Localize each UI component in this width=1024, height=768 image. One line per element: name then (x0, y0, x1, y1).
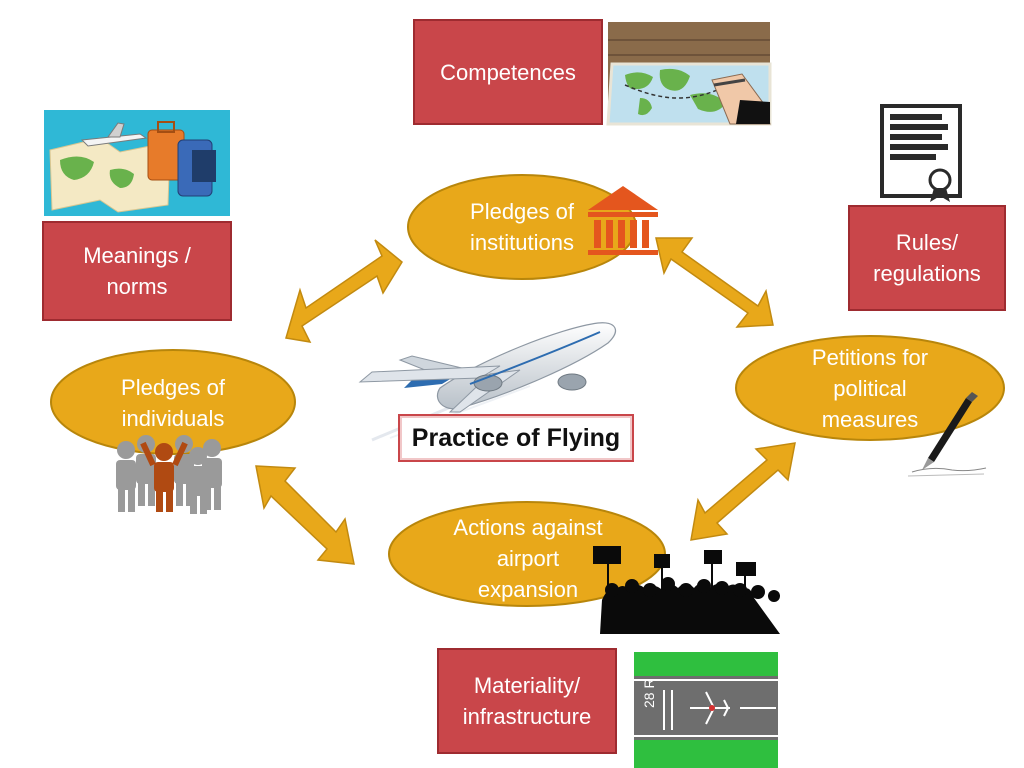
box-rules-regulations: Rules/ regulations (848, 205, 1006, 311)
airplane-icon (358, 322, 617, 442)
pen-icon (907, 392, 987, 477)
map-travel-icon (44, 110, 230, 216)
runway-icon: 28 R (634, 652, 778, 768)
protest-crowd-icon (593, 546, 780, 634)
institution-building-icon (588, 186, 658, 255)
arrow-institutions-petitions (655, 237, 774, 328)
arrow-institutions-individuals (285, 239, 403, 343)
oval-individuals (50, 349, 296, 455)
svg-text:28 R: 28 R (641, 678, 657, 708)
oval-actions-label: Actions against airport expansion (453, 514, 603, 602)
box-materiality-infrastructure: Materiality/ infrastructure (437, 648, 617, 754)
people-group-icon (116, 435, 222, 514)
oval-petitions-label: Petitions for political measures (811, 344, 929, 432)
arrow-individuals-actions (255, 465, 355, 565)
map-drawing-icon (606, 22, 772, 126)
box-competences: Competences (413, 19, 603, 125)
certificate-icon (880, 104, 962, 202)
oval-institutions-label: Pledges of institutions (470, 199, 574, 255)
arrow-actions-petitions (690, 442, 796, 541)
practice-of-flying-label: Practice of Flying (398, 414, 634, 462)
oval-individuals-label: Pledges of individuals (121, 375, 225, 431)
oval-petitions (735, 335, 1005, 441)
box-meanings-norms: Meanings / norms (42, 221, 232, 321)
